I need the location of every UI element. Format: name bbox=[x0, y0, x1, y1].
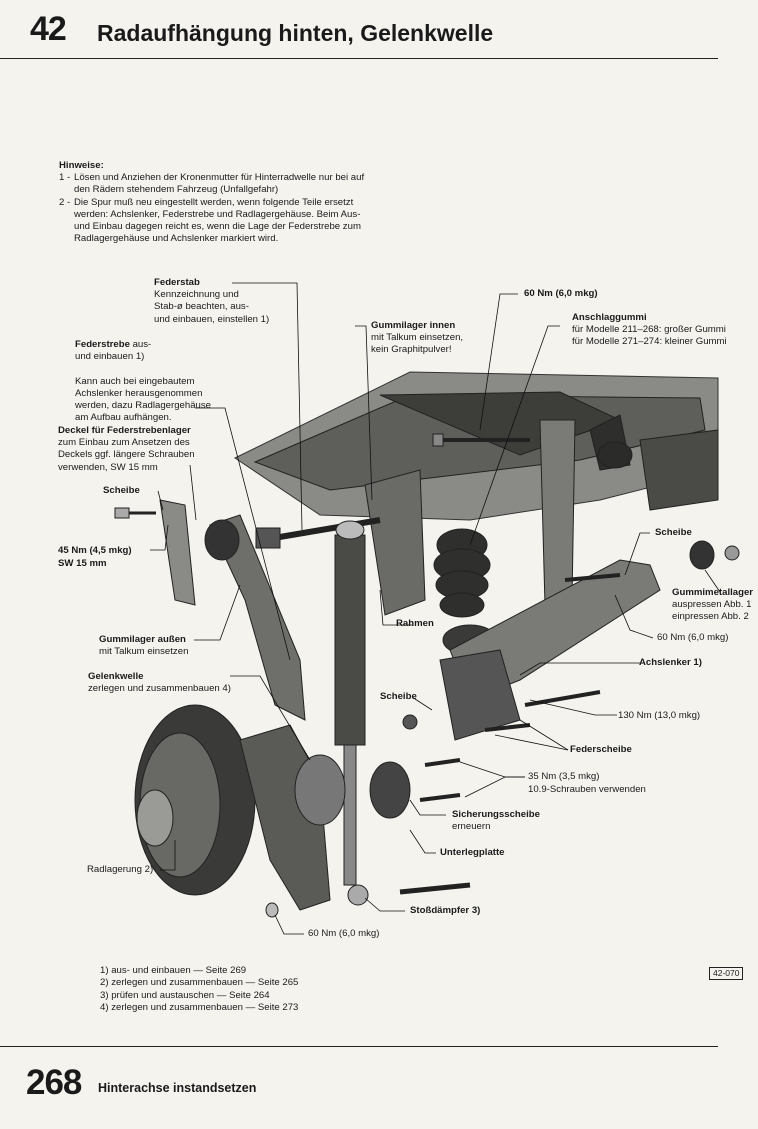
label-anschlaggummi: Anschlaggummi für Modelle 211–268: große… bbox=[572, 312, 727, 349]
label-gummilager-innen: Gummilager innen mit Talkum einsetzen, k… bbox=[371, 320, 463, 357]
chapter-title: Hinterachse instandsetzen bbox=[98, 1081, 257, 1095]
label-federscheibe: Federscheibe bbox=[570, 744, 632, 755]
bolt-head-illustration bbox=[432, 433, 444, 447]
label-radlagerung: Radlagerung 2) bbox=[87, 864, 154, 875]
label-federstrebe-title: Federstrebe bbox=[75, 339, 130, 350]
label-anschlaggummi-title: Anschlaggummi bbox=[572, 312, 647, 323]
label-gummimetallager-title: Gummimetallager bbox=[672, 587, 754, 598]
label-unterlegplatte: Unterlegplatte bbox=[440, 847, 505, 858]
leader-lines bbox=[150, 282, 721, 935]
page-number: 268 bbox=[26, 1063, 82, 1102]
label-deckel-text: zum Einbau zum Ansetzen des Deckels ggf.… bbox=[58, 437, 195, 473]
label-federstrebe-text: aus- und einbauen 1) Kann auch bei einge… bbox=[75, 339, 212, 424]
note-number: 2 - bbox=[59, 196, 71, 208]
cover-plate-illustration bbox=[159, 499, 196, 606]
label-schrauben-10-9: 10.9-Schrauben verwenden bbox=[528, 784, 646, 795]
footnote-item: 4) zerlegen und zusammenbauen — Seite 27… bbox=[100, 1002, 299, 1014]
label-gummimetallager-text: auspressen Abb. 1 einpressen Abb. 2 bbox=[672, 599, 752, 623]
label-torque-130: 130 Nm (13,0 mkg) bbox=[618, 710, 701, 721]
label-torque-60-right: 60 Nm (6,0 mkg) bbox=[657, 632, 729, 643]
label-rahmen: Rahmen bbox=[396, 618, 434, 629]
footnote-item: 2) zerlegen und zusammenbauen — Seite 26… bbox=[100, 977, 299, 989]
drive-shaft-illustration bbox=[294, 754, 346, 826]
label-gummilager-aussen-text: mit Talkum einsetzen bbox=[99, 646, 189, 658]
label-scheibe-mid: Scheibe bbox=[380, 691, 417, 702]
label-torque-35: 35 Nm (3,5 mkg) bbox=[528, 771, 600, 782]
label-gelenkwelle: Gelenkwelle zerlegen und zusammenbauen 4… bbox=[88, 671, 231, 695]
note-number: 1 - bbox=[59, 172, 71, 184]
label-sicherungsscheibe-title: Sicherungsscheibe bbox=[452, 809, 540, 820]
footnote-item: 1) aus- und einbauen — Seite 269 bbox=[100, 965, 247, 976]
label-torque-45: 45 Nm (4,5 mkg) bbox=[58, 545, 132, 556]
label-gelenkwelle-title: Gelenkwelle bbox=[88, 671, 144, 682]
notes-heading: Hinweise: bbox=[59, 160, 104, 171]
label-stossdaempfer: Stoßdämpfer 3) bbox=[410, 905, 481, 916]
note-item: 1 - Lösen und Anziehen der Kronenmutter … bbox=[59, 172, 379, 196]
note-text: Lösen und Anziehen der Kronenmutter für … bbox=[74, 172, 365, 196]
label-scheibe-right: Scheibe bbox=[655, 527, 692, 538]
footnotes: 1) aus- und einbauen — Seite 269 2) zerl… bbox=[100, 965, 298, 1015]
footnote-item: 3) prüfen und austauschen — Seite 264 bbox=[100, 989, 270, 1001]
trailing-arm-illustration bbox=[439, 540, 740, 741]
notes-block: Hinweise: 1 - Lösen und Anziehen der Kro… bbox=[59, 160, 379, 245]
brake-drum-illustration bbox=[134, 704, 256, 896]
shock-bolt-illustration bbox=[399, 882, 471, 895]
label-sw15: SW 15 mm bbox=[58, 558, 107, 569]
label-anschlaggummi-text: für Modelle 211–268: großer Gummi für Mo… bbox=[572, 324, 727, 348]
header-rule bbox=[0, 58, 718, 59]
label-deckel: Deckel für Federstrebenlager zum Einbau … bbox=[58, 425, 195, 474]
label-achslenker: Achslenker 1) bbox=[639, 657, 702, 668]
label-torque-60-bottom: 60 Nm (6,0 mkg) bbox=[308, 928, 380, 939]
section-number: 42 bbox=[30, 10, 67, 48]
label-gelenkwelle-text: zerlegen und zusammenbauen 4) bbox=[88, 683, 231, 695]
figure-reference: 42-070 bbox=[709, 967, 744, 980]
label-gummilager-aussen-title: Gummilager außen bbox=[99, 634, 186, 645]
footer-rule bbox=[0, 1046, 718, 1047]
label-gummilager-innen-text: mit Talkum einsetzen, kein Graphitpulver… bbox=[371, 332, 464, 356]
label-sicherungsscheibe: Sicherungsscheibe erneuern bbox=[452, 809, 540, 833]
label-gummilager-aussen: Gummilager außen mit Talkum einsetzen bbox=[99, 634, 188, 658]
spring-plate-illustration bbox=[209, 514, 306, 721]
label-federstab: Federstab Kennzeichnung und Stab-ø beach… bbox=[154, 277, 269, 326]
label-deckel-title: Deckel für Federstrebenlager bbox=[58, 425, 191, 436]
note-item: 2 - Die Spur muß neu eingestellt werden,… bbox=[59, 197, 379, 246]
label-scheibe-left: Scheibe bbox=[103, 485, 140, 496]
label-gummimetallager: Gummimetallager auspressen Abb. 1 einpre… bbox=[672, 587, 753, 624]
label-federstab-text: Kennzeichnung und Stab-ø beachten, aus- … bbox=[154, 289, 270, 325]
note-text: Die Spur muß neu eingestellt werden, wen… bbox=[74, 196, 361, 245]
washer-left-illustration bbox=[114, 507, 130, 519]
label-gummilager-innen-title: Gummilager innen bbox=[371, 320, 456, 331]
label-torque-60-top: 60 Nm (6,0 mkg) bbox=[524, 288, 598, 299]
shock-absorber-illustration bbox=[334, 520, 369, 906]
frame-illustration bbox=[234, 371, 719, 616]
label-sicherungsscheibe-text: erneuern bbox=[452, 821, 491, 833]
label-federstab-title: Federstab bbox=[154, 277, 200, 288]
label-federstrebe: Federstrebe aus- und einbauen 1) Kann au… bbox=[75, 339, 211, 424]
page-title: Radaufhängung hinten, Gelenkwelle bbox=[97, 20, 494, 46]
